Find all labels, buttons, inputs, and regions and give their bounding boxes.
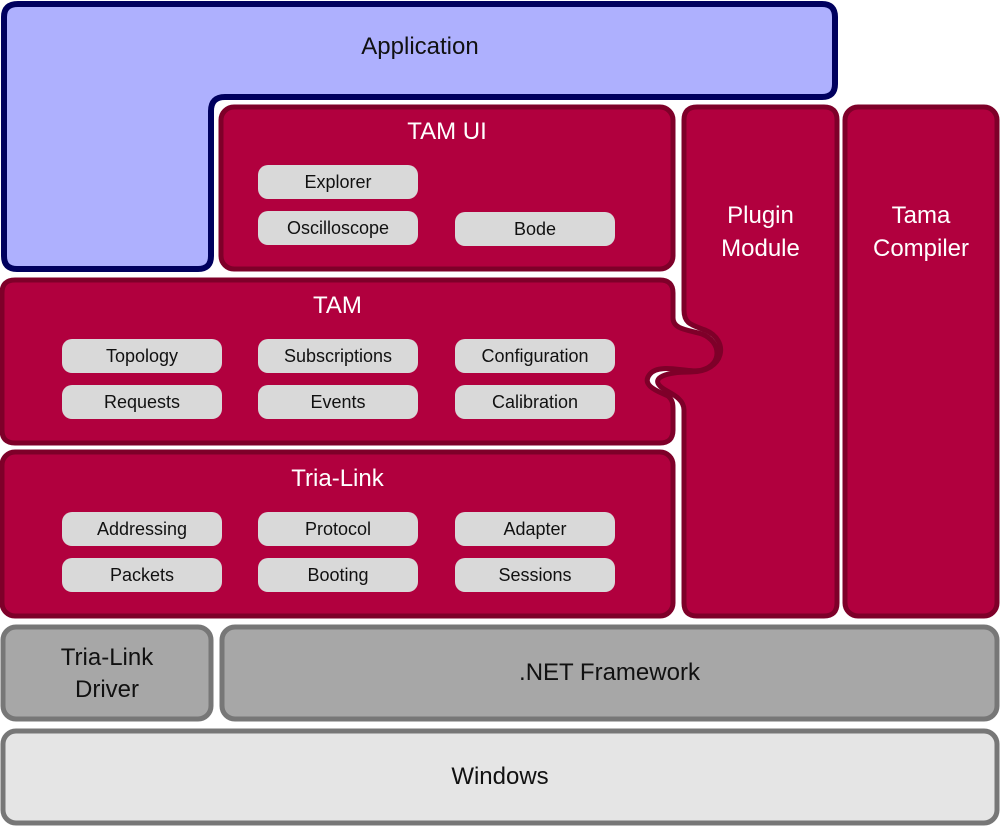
dotnet-framework-label: .NET Framework [519, 659, 700, 686]
plugin-module-label-line2: Module [721, 235, 800, 262]
dotnet-framework-layer[interactable] [219, 624, 1000, 722]
component-subscriptions[interactable]: Subscriptions [258, 339, 418, 373]
application-layer[interactable] [1, 1, 838, 272]
component-configuration[interactable]: Configuration [455, 339, 615, 373]
tama-compiler-layer[interactable] [842, 104, 1000, 619]
plugin-module-label-line1: Plugin [727, 202, 794, 229]
component-explorer[interactable]: Explorer [258, 165, 418, 199]
windows-label: Windows [451, 763, 549, 790]
tam-ui-label: TAM UI [407, 118, 487, 145]
component-calibration[interactable]: Calibration [455, 385, 615, 419]
tama-compiler-label-line1: Tama [891, 202, 951, 229]
component-events[interactable]: Events [258, 385, 418, 419]
plugin-module-layer[interactable] [655, 104, 840, 619]
component-protocol[interactable]: Protocol [258, 512, 418, 546]
component-adapter[interactable]: Adapter [455, 512, 615, 546]
tria-link-driver-label-line1: Tria-Link [60, 644, 154, 671]
tria-link-driver-label-line2: Driver [75, 676, 139, 703]
component-oscilloscope[interactable]: Oscilloscope [258, 211, 418, 245]
component-topology[interactable]: Topology [62, 339, 222, 373]
tria-link-label: Tria-Link [291, 465, 384, 492]
component-packets[interactable]: Packets [62, 558, 222, 592]
windows-layer[interactable] [0, 728, 1000, 826]
tam-label: TAM [313, 292, 362, 319]
tama-compiler-label-line2: Compiler [872, 235, 970, 262]
component-bode[interactable]: Bode [455, 212, 615, 246]
application-label: Application [361, 33, 479, 60]
component-booting[interactable]: Booting [258, 558, 418, 592]
component-sessions[interactable]: Sessions [455, 558, 615, 592]
component-requests[interactable]: Requests [62, 385, 222, 419]
component-addressing[interactable]: Addressing [62, 512, 222, 546]
tria-link-driver-layer[interactable] [0, 624, 214, 722]
